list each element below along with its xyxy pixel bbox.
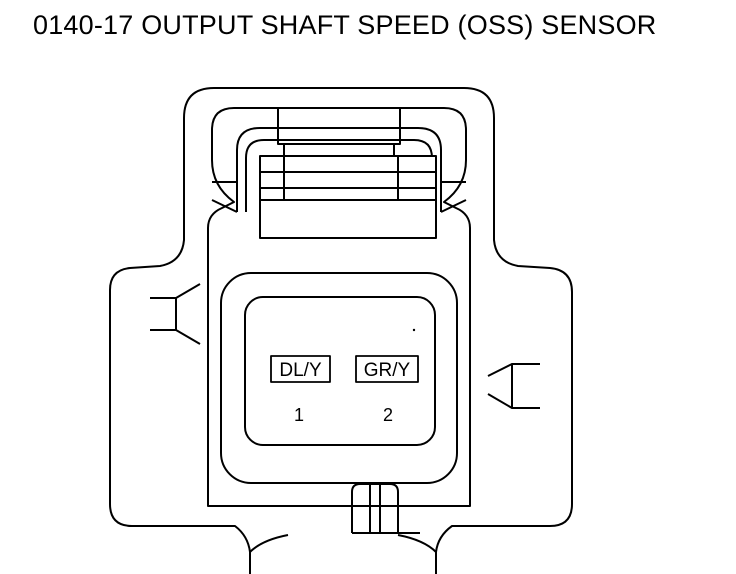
locking-tab-lines [260, 156, 436, 201]
pin-1-number: 1 [294, 405, 304, 425]
side-key-left [150, 297, 177, 331]
housing-bottom-latch-outline [249, 534, 437, 553]
pin-1: DL/Y 1 [270, 355, 331, 425]
terminal-cavity [244, 296, 436, 446]
pin-1-label-box [270, 355, 331, 383]
terminal-shroud-outer [220, 272, 458, 484]
cavity-mark [412, 328, 416, 332]
pin-2: GR/Y 2 [355, 355, 419, 425]
bottom-key-slot-inner [352, 484, 420, 534]
bottom-key-slot [351, 483, 399, 533]
lock-tab-chamfer-left [211, 181, 238, 213]
lock-tab-chamfer-right [440, 181, 467, 213]
side-key-left-flange [175, 283, 201, 345]
side-key-right-flange [487, 363, 513, 409]
side-key-right [511, 363, 540, 409]
locking-tab-upper [277, 107, 401, 145]
lock-tab-recess-inner [245, 139, 433, 212]
pin-2-label-box [355, 355, 419, 383]
connector-housing-outer [109, 87, 573, 574]
lock-tab-recess-outer [236, 127, 442, 212]
pin-2-number: 2 [383, 405, 393, 425]
locking-tab-body [259, 155, 437, 239]
pin-1-wire-color: DL/Y [279, 360, 322, 381]
pin-2-wire-color: GR/Y [364, 360, 411, 381]
diagram-title: 0140-17 OUTPUT SHAFT SPEED (OSS) SENSOR [33, 10, 657, 40]
